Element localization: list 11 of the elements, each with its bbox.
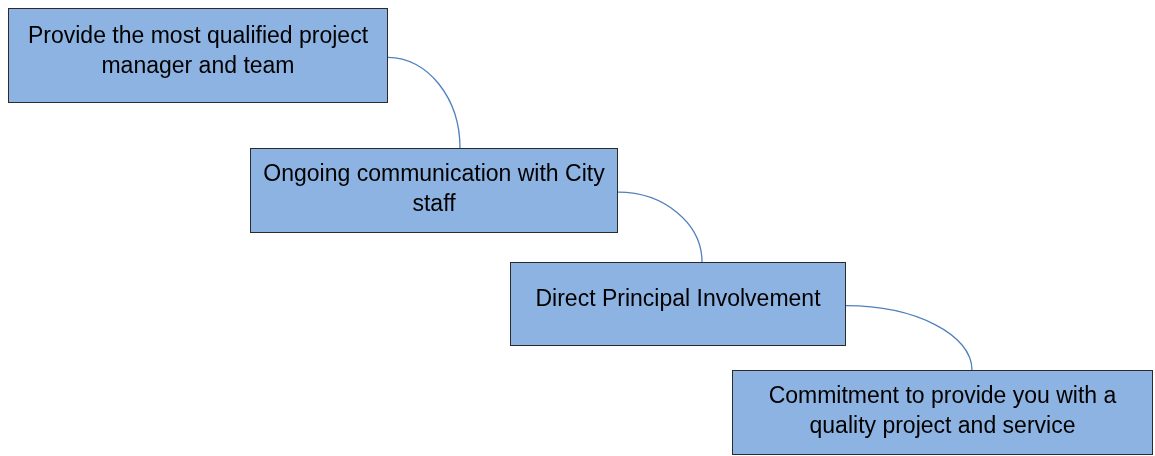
box-text: Commitment to provide you with a quality project and service [767,380,1118,440]
process-box [8,8,388,103]
process-box [250,148,618,233]
box-text: Direct Principal Involvement [535,284,821,313]
connector-curve [387,56,461,149]
connector-curve [617,191,703,263]
connector-curve [845,305,973,371]
box-text: Ongoing communication with City staff [262,158,606,218]
box-text: Provide the most qualified project manager and team [26,20,370,80]
process-box [732,370,1153,455]
process-box [510,262,846,346]
